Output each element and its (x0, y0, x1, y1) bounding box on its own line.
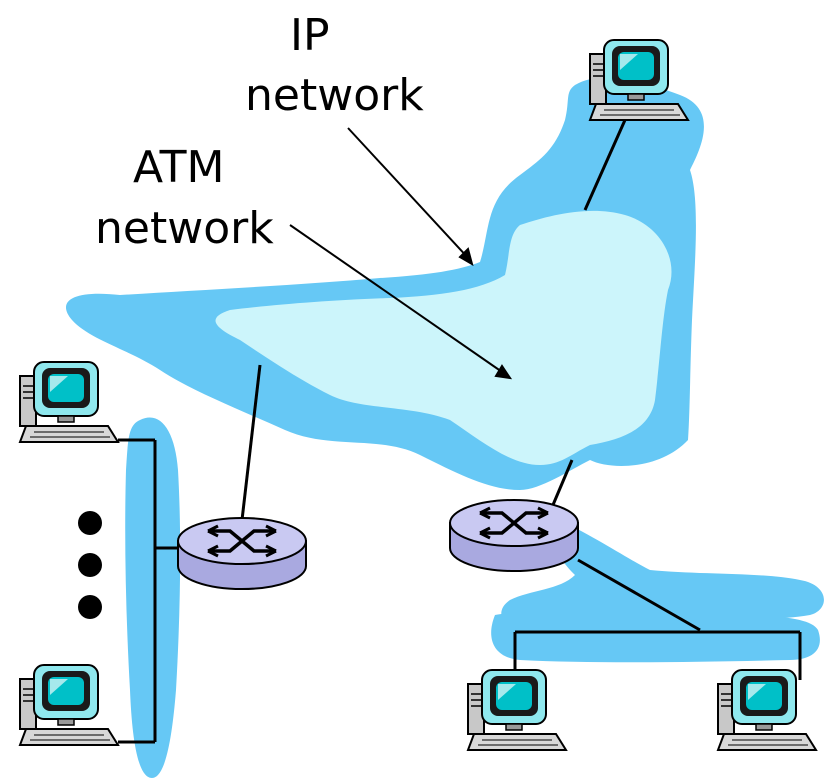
desktop-computer-icon (717, 669, 817, 751)
router-icon (176, 516, 308, 591)
desktop-computer-icon (589, 39, 689, 121)
label-arrows (289, 127, 513, 380)
right-lan-cloud (491, 611, 820, 663)
desktop-computer-icon (19, 361, 119, 443)
desktop-computer-icon (467, 669, 567, 751)
desktop-computer-icon (19, 664, 119, 746)
atm-network-label-line2: network (95, 203, 274, 254)
router-icon (448, 498, 580, 573)
ip-network-cloud-extension (501, 520, 824, 629)
left-lan-cloud (125, 417, 181, 778)
ip-network-label-line2: network (245, 70, 424, 121)
atm-network-label-line1: ATM (133, 142, 225, 193)
ellipsis-dots (78, 511, 102, 619)
ip-network-label-line1: IP (290, 10, 330, 61)
atm-network-cloud (215, 210, 672, 465)
links (118, 119, 802, 744)
